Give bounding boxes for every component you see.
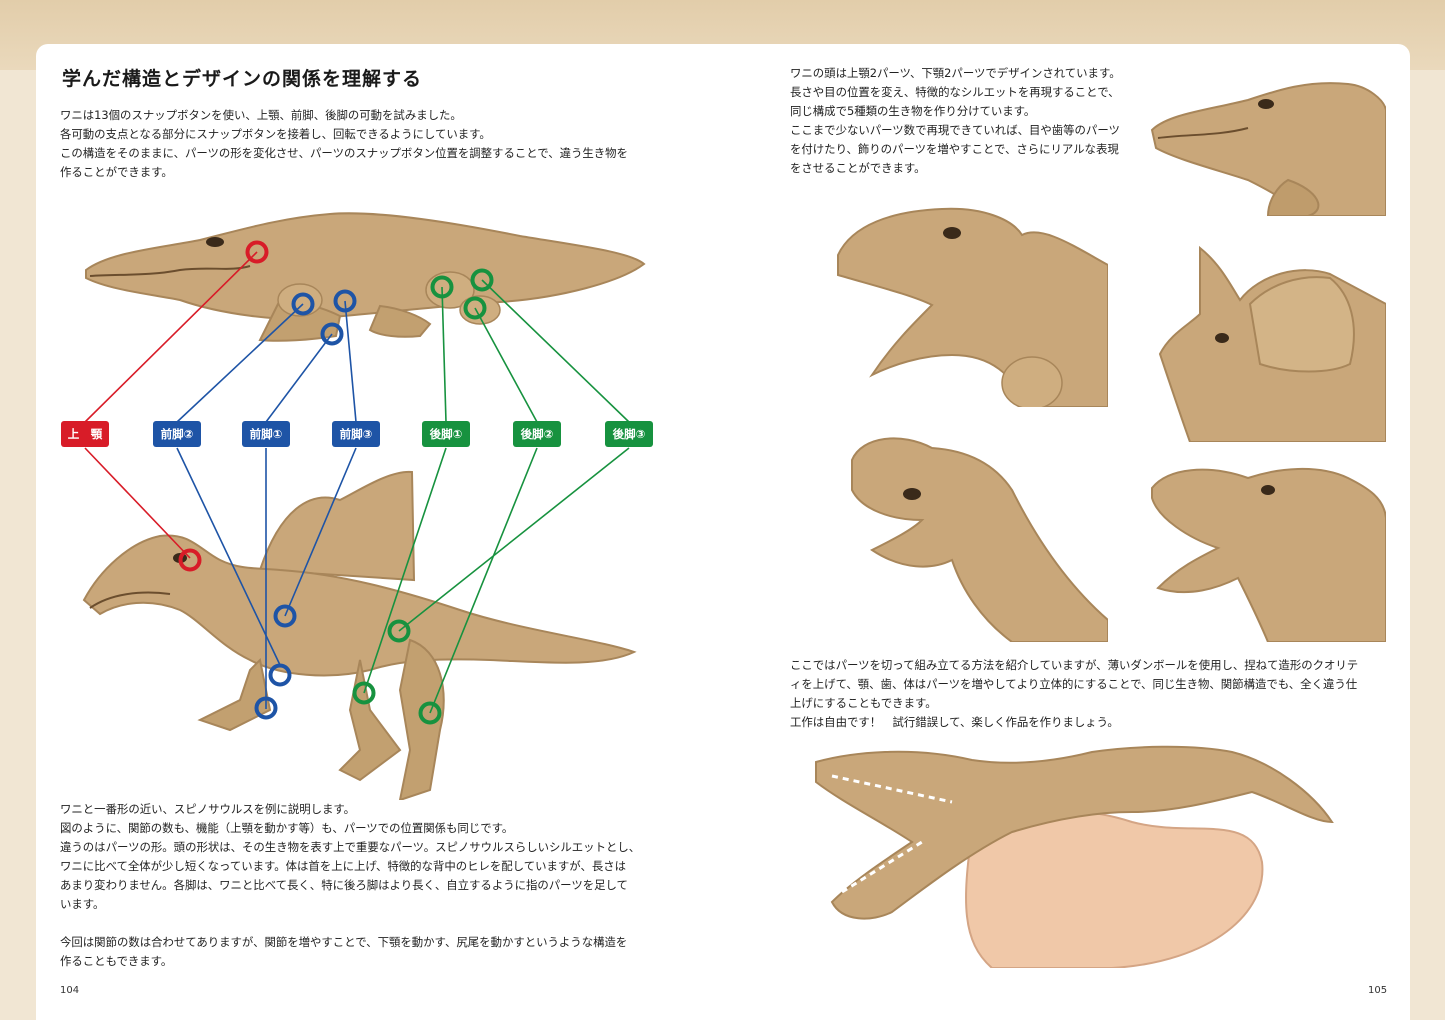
body-paragraph-right: ここではパーツを切って組み立てる方法を紹介していますが、薄いダンボールを使用し、… xyxy=(790,656,1358,732)
crocodile-on-hand-photo xyxy=(812,742,1352,968)
joint-marker-croc-hind-3 xyxy=(470,268,494,292)
crocodile-model-image xyxy=(85,212,646,342)
joint-comparison-diagram: 上 顎 前脚② 前脚① 前脚③ 後脚① 後脚② 後脚③ xyxy=(40,190,700,802)
intro-paragraph-left: ワニは13個のスナップボタンを使い、上顎、前脚、後脚の可動を試みました。 各可動… xyxy=(60,106,628,182)
page-number-left: 104 xyxy=(60,985,80,996)
crocodile-head-photo xyxy=(1148,70,1386,216)
page-title: 学んだ構造とデザインの関係を理解する xyxy=(62,68,423,90)
joint-marker-spino-front-3 xyxy=(273,604,297,628)
text-line: 図のように、関節の数も、機能（上顎を動かす等）も、パーツでの位置関係も同じです。 xyxy=(60,821,514,835)
page-gutter-left xyxy=(0,70,36,1020)
text-line: ィを上げて、顎、歯、体はパーツを増やしてより立体的にすることで、同じ生き物、関節… xyxy=(790,677,1358,691)
joint-label-upper-jaw: 上 顎 xyxy=(61,421,109,447)
joint-marker-spino-front-2 xyxy=(268,663,292,687)
crested-dinosaur-photo xyxy=(832,430,1108,642)
text-line: 長さや目の位置を変え、特徴的なシルエットを再現することで、 xyxy=(790,85,1120,99)
joint-markers xyxy=(178,240,494,725)
joint-label-front-leg-1: 前脚① xyxy=(242,421,290,447)
text-line: ワニと一番形の近い、スピノサウルスを例に説明します。 xyxy=(60,802,356,816)
joint-marker-croc-front-2 xyxy=(291,292,315,316)
text-line: を付けたり、飾りのパーツを増やすことで、さらにリアルな表現 xyxy=(790,142,1119,156)
joint-marker-croc-hind-1 xyxy=(430,275,454,299)
text-line: 同じ構成で5種類の生き物を作り分けています。 xyxy=(790,104,1036,118)
joint-marker-croc-front-3 xyxy=(333,289,357,313)
text-line: あまり変わりません。各脚は、ワニと比べて長く、特に後ろ脚はより長く、自立するよう… xyxy=(60,878,628,892)
page-number-right: 105 xyxy=(1368,985,1388,996)
text-line: ワニは13個のスナップボタンを使い、上顎、前脚、後脚の可動を試みました。 xyxy=(60,108,462,122)
text-line: 今回は関節の数は合わせてありますが、関節を増やすことで、下顎を動かす、尻尾を動か… xyxy=(60,935,628,949)
joint-label-hind-leg-3: 後脚③ xyxy=(605,421,653,447)
text-line: ワニに比べて全体が少し短くなっています。体は首を上に上げ、特徴的な背中のヒレを配… xyxy=(60,859,627,873)
paragraph-gap xyxy=(60,914,640,933)
diagram-svg xyxy=(82,212,646,802)
text-line: 作ることもできます。 xyxy=(60,954,173,968)
text-line: をさせることができます。 xyxy=(790,161,926,175)
text-line: 作ることができます。 xyxy=(60,165,173,179)
connector-lines xyxy=(84,251,630,714)
text-line: 上げにすることもできます。 xyxy=(790,696,937,710)
joint-label-front-leg-2: 前脚② xyxy=(153,421,201,447)
spinosaurus-head-photo xyxy=(1148,458,1386,642)
text-line: 工作は自由です！ 試行錯誤して、楽しく作品を作りましょう。 xyxy=(790,715,1119,729)
joint-marker-croc-front-1 xyxy=(320,322,344,346)
joint-marker-spino-upper-jaw xyxy=(178,548,202,572)
joint-label-hind-leg-1: 後脚① xyxy=(422,421,470,447)
text-line: います。 xyxy=(60,897,105,911)
joint-marker-spino-front-1 xyxy=(254,696,278,720)
triceratops-head-photo xyxy=(1150,244,1386,442)
page-gutter-right xyxy=(1410,70,1445,1020)
text-line: 各可動の支点となる部分にスナップボタンを接着し、回転できるようにしています。 xyxy=(60,127,491,141)
joint-marker-spino-hind-1 xyxy=(352,681,376,705)
body-paragraph-left: ワニと一番形の近い、スピノサウルスを例に説明します。 図のように、関節の数も、機… xyxy=(60,800,640,971)
joint-marker-croc-hind-2 xyxy=(463,296,487,320)
text-line: 違うのはパーツの形。頭の形状は、その生き物を表す上で重要なパーツ。スピノサウルス… xyxy=(60,840,641,854)
joint-marker-spino-hind-3 xyxy=(387,619,411,643)
t-rex-head-photo xyxy=(832,205,1108,407)
joint-marker-spino-hind-2 xyxy=(418,701,442,725)
spinosaurus-model-image xyxy=(82,470,637,802)
joint-label-front-leg-3: 前脚③ xyxy=(332,421,380,447)
text-line: ここまで少ないパーツ数で再現できていれば、目や歯等のパーツ xyxy=(790,123,1120,137)
joint-marker-croc-upper-jaw xyxy=(245,240,269,264)
text-line: ワニの頭は上顎2パーツ、下顎2パーツでデザインされています。 xyxy=(790,66,1121,80)
intro-paragraph-right: ワニの頭は上顎2パーツ、下顎2パーツでデザインされています。 長さや目の位置を変… xyxy=(790,64,1121,178)
joint-label-hind-leg-2: 後脚② xyxy=(513,421,561,447)
text-line: この構造をそのままに、パーツの形を変化させ、パーツのスナップボタン位置を調整する… xyxy=(60,146,628,160)
text-line: ここではパーツを切って組み立てる方法を紹介していますが、薄いダンボールを使用し、… xyxy=(790,658,1359,672)
